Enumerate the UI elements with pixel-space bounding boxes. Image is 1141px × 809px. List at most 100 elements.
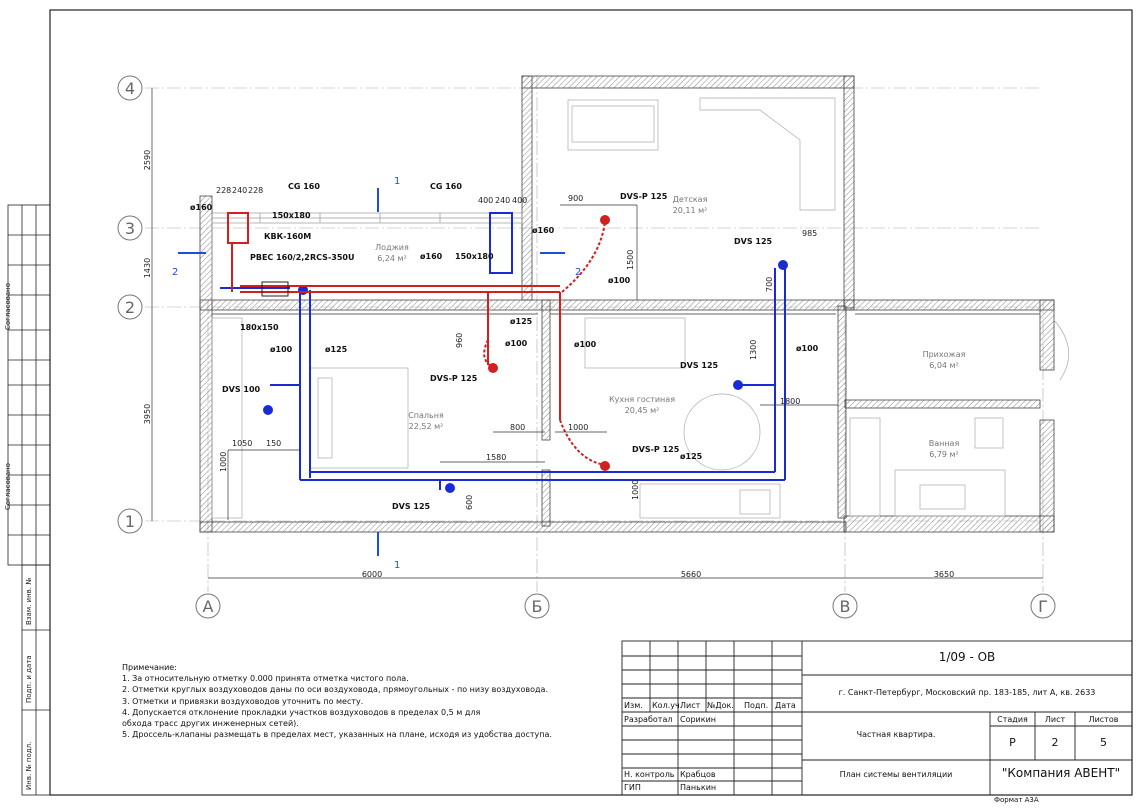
notes-title: Примечание: bbox=[122, 663, 177, 672]
dim-400-b: 400 bbox=[512, 196, 527, 205]
name-chief-engineer: Панькин bbox=[680, 783, 717, 792]
notes-block: Примечание: 1. За относительную отметку … bbox=[122, 662, 592, 740]
drawing-code: 1/09 - ОВ bbox=[938, 650, 996, 664]
note-2: 2. Отметки круглых воздуховодов даны по … bbox=[122, 685, 548, 695]
equipment-label-cg160-right: CG 160 bbox=[430, 182, 462, 191]
dim-240-a: 240 bbox=[232, 186, 247, 195]
dim-400-a: 400 bbox=[478, 196, 493, 205]
axis-label-row-1: 1 bbox=[125, 512, 135, 531]
loggia-glazing bbox=[211, 212, 523, 300]
equipment-label-kvk: КВК-160М bbox=[264, 232, 311, 241]
section-mark-2-left: 2 bbox=[172, 267, 178, 278]
duct-size-4: 150x180 bbox=[455, 252, 494, 261]
room-area-kitchen: 20,45 м² bbox=[625, 406, 660, 415]
name-developer: Сорикин bbox=[680, 715, 717, 724]
note-5: 5. Дроссель-клапаны размещать в пределах… bbox=[122, 730, 552, 740]
dim-228-b: 228 bbox=[248, 186, 263, 195]
dim-1050: 1050 bbox=[232, 439, 252, 448]
equipment-label-dvs-2: DVS 125 bbox=[680, 361, 719, 370]
sheet-value: 2 bbox=[1051, 736, 1059, 749]
equipment-label-cg160-left: CG 160 bbox=[288, 182, 320, 191]
side-label-replace-inv: Взам. инв. № bbox=[25, 577, 33, 625]
room-name-bedroom: Спальня bbox=[408, 411, 444, 420]
supply-ducts bbox=[220, 212, 786, 490]
dim-left-34: 2590 bbox=[143, 150, 152, 170]
role-norm-control: Н. контроль bbox=[624, 770, 675, 779]
dim-1800: 1800 bbox=[780, 397, 800, 406]
dim-900: 900 bbox=[568, 194, 583, 203]
dim-1500: 1500 bbox=[626, 250, 635, 270]
room-area-bathroom: 6,79 м² bbox=[929, 450, 959, 459]
col-sign: Подп. bbox=[744, 701, 769, 710]
col-qty: Кол.уч. bbox=[652, 701, 683, 710]
stage-header: Стадия bbox=[997, 715, 1028, 724]
room-name-nursery: Детская bbox=[673, 195, 708, 204]
duct-size-13: ø125 bbox=[680, 452, 703, 461]
duct-size-2: 150x180 bbox=[272, 211, 311, 220]
room-name-kitchen: Кухня гостиная bbox=[609, 395, 675, 404]
dim-left-12: 3950 bbox=[143, 404, 152, 424]
axis-label-col-v: В bbox=[840, 597, 851, 616]
role-chief-engineer: ГИП bbox=[624, 783, 641, 792]
room-name-hall: Прихожая bbox=[923, 350, 966, 359]
equipment-label-dvsp-2: DVS-P 125 bbox=[430, 374, 478, 383]
object-name: Частная квартира. bbox=[856, 730, 936, 739]
sheets-value: 5 bbox=[1100, 736, 1107, 749]
dim-700: 700 bbox=[765, 277, 774, 292]
duct-size-10: ø125 bbox=[510, 317, 533, 326]
side-label-inv-orig: Инв. № подл. bbox=[25, 741, 33, 790]
room-name-bathroom: Ванная bbox=[929, 439, 960, 448]
section-mark-2-right: 2 bbox=[575, 267, 581, 278]
sheets-header: Листов bbox=[1088, 715, 1119, 724]
duct-size-3: ø160 bbox=[532, 226, 555, 235]
duct-size-1: ø160 bbox=[190, 203, 213, 212]
dim-240-b: 240 bbox=[495, 196, 510, 205]
exhaust-diffusers bbox=[261, 215, 610, 471]
col-date: Дата bbox=[775, 701, 796, 710]
exhaust-ducts bbox=[227, 212, 606, 466]
dim-1300: 1300 bbox=[749, 340, 758, 360]
dim-600: 600 bbox=[465, 495, 474, 510]
room-area-hall: 6,04 м² bbox=[929, 361, 959, 370]
note-3: 3. Отметки и привязки воздуховодов уточн… bbox=[122, 696, 364, 706]
duct-size-11: ø100 bbox=[608, 276, 631, 285]
walls bbox=[199, 75, 1055, 533]
equipment-label-pvec: РВЕС 160/2,2 bbox=[250, 253, 310, 262]
role-developer: Разработал bbox=[624, 715, 673, 724]
axis-bubbles bbox=[117, 75, 1056, 619]
equipment-label-rcs: RCS-350U bbox=[310, 253, 354, 262]
duct-size-14: ø100 bbox=[796, 344, 819, 353]
dim-985: 985 bbox=[802, 229, 817, 238]
duct-size-8: ø125 bbox=[325, 345, 348, 354]
axis-label-col-b: Б bbox=[532, 597, 543, 616]
side-label-sign-date: Подп. и дата bbox=[25, 655, 33, 703]
drawing-name: План системы вентиляции bbox=[839, 770, 953, 779]
room-name-loggia: Лоджия bbox=[375, 243, 409, 252]
equipment-label-dvsp-3: DVS-P 125 bbox=[632, 445, 680, 454]
dim-960: 960 bbox=[455, 333, 464, 348]
sheet-header: Лист bbox=[1044, 715, 1066, 724]
dim-150: 150 bbox=[266, 439, 281, 448]
duct-size-12: ø100 bbox=[574, 340, 597, 349]
dim-1000-a: 1000 bbox=[568, 423, 588, 432]
side-stamp bbox=[7, 204, 51, 796]
col-sheet: Лист bbox=[680, 701, 701, 710]
duct-size-7: ø100 bbox=[270, 345, 293, 354]
dim-bottom-vg: 3650 bbox=[934, 570, 954, 579]
duct-size-5: 180x150 bbox=[240, 323, 279, 332]
side-label-approved-2: Согласовано bbox=[4, 462, 12, 510]
title-block-grid bbox=[621, 640, 1133, 796]
sheet-format: Формат А3А bbox=[994, 796, 1039, 804]
dim-bottom-bv: 5660 bbox=[681, 570, 701, 579]
axis-label-col-a: А bbox=[203, 597, 214, 616]
axis-label-row-3: 3 bbox=[125, 219, 135, 238]
equipment-label-dvs-3: DVS 125 bbox=[392, 502, 431, 511]
duct-size-9: ø100 bbox=[505, 339, 528, 348]
note-4: 4. Допускается отклонение прокладки учас… bbox=[122, 707, 481, 717]
section-mark-1-top: 1 bbox=[394, 176, 400, 187]
dim-bottom-ab: 6000 bbox=[362, 570, 382, 579]
furniture bbox=[211, 97, 1070, 519]
section-marks bbox=[178, 188, 565, 556]
dim-800: 800 bbox=[510, 423, 525, 432]
